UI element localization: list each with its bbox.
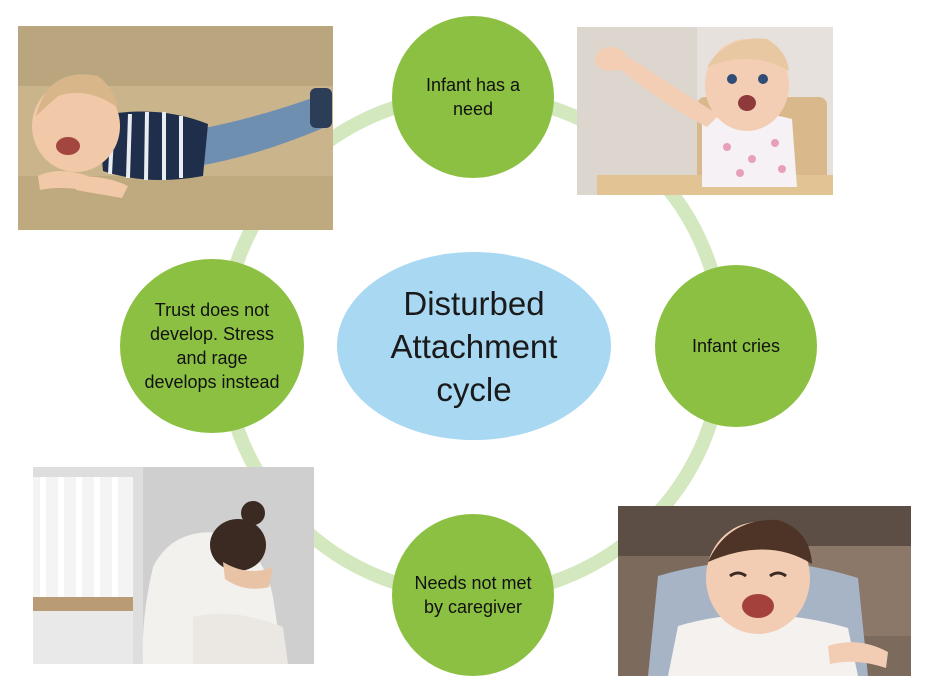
distressed-mother-by-crib-photo bbox=[33, 467, 314, 664]
crying-baby-in-seat-photo bbox=[618, 506, 911, 676]
node-needs-not-met: Needs not met by caregiver bbox=[392, 514, 554, 676]
node-trust-does-not-develop: Trust does not develop. Stress and rage … bbox=[120, 259, 304, 433]
node-infant-has-a-need: Infant has a need bbox=[392, 16, 554, 178]
crying-toddler-on-ground-photo bbox=[18, 26, 333, 230]
baby-in-highchair-reaching-photo bbox=[577, 27, 833, 195]
center-title: Disturbed Attachment cycle bbox=[334, 249, 614, 443]
node-infant-cries: Infant cries bbox=[655, 265, 817, 427]
